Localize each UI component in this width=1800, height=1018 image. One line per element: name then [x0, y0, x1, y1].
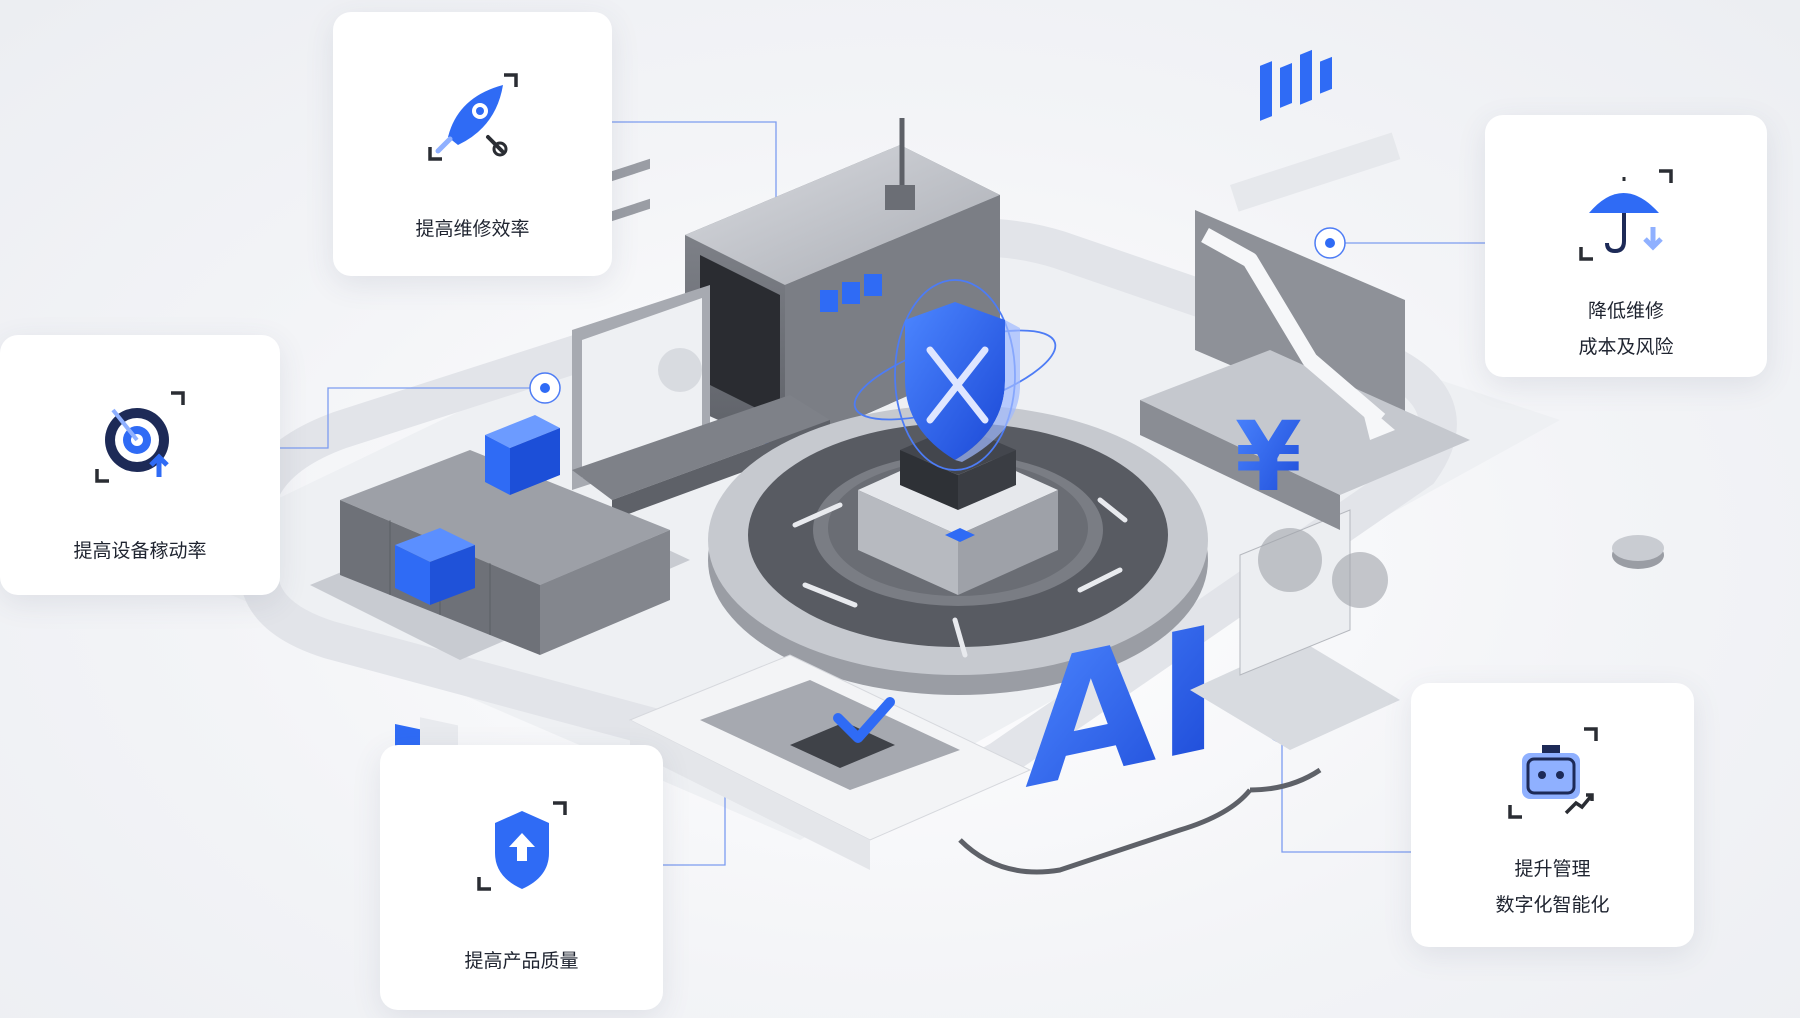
card-label: 提升管理 数字化智能化 [1495, 851, 1609, 923]
card-improve-repair-efficiency: 提高维修效率 [333, 12, 612, 276]
card-label-line: 成本及风险 [1578, 336, 1674, 358]
ai-letters: AI [1025, 587, 1220, 827]
card-label-line: 数字化智能化 [1495, 894, 1610, 916]
robot-icon [1507, 727, 1598, 819]
shield-emblem [853, 279, 1057, 471]
umbrella-icon [1579, 169, 1673, 261]
rocket-icon [427, 73, 518, 161]
quality-documents [628, 654, 1032, 870]
card-improve-product-quality: 提高产品质量 [380, 745, 663, 1010]
card-label: 提高维修效率 [415, 211, 529, 247]
card-reduce-cost-risk: 降低维修 成本及风险 [1485, 115, 1767, 377]
laptop-analytics [1190, 49, 1400, 750]
shield-up-icon [476, 801, 567, 891]
card-label-line: 提高产品质量 [464, 950, 579, 972]
card-label: 提高产品质量 [464, 943, 578, 979]
card-label-line: 降低维修 [1587, 300, 1664, 322]
card-improve-management-digitalization: 提升管理 数字化智能化 [1411, 683, 1694, 947]
central-turntable [708, 405, 1208, 695]
cost-reduction-panel: ¥ [1140, 210, 1470, 530]
card-label-line: 提高维修效率 [415, 218, 530, 240]
cube-stack [310, 415, 690, 795]
card-label-line: 提高设备稼动率 [73, 540, 207, 562]
card-label: 降低维修 成本及风险 [1578, 293, 1673, 365]
card-improve-equipment-utilization: 提高设备稼动率 [0, 335, 280, 595]
card-label: 提高设备稼动率 [73, 533, 206, 569]
target-icon [95, 391, 185, 483]
conveyor-belt [572, 395, 830, 520]
card-label-line: 提升管理 [1514, 858, 1591, 880]
yen-symbol: ¥ [1235, 401, 1302, 513]
ai-text: AI [1025, 587, 1220, 827]
wrench-tools [792, 497, 1128, 658]
round-button-prop-top [1612, 535, 1664, 561]
cables [958, 767, 1322, 875]
